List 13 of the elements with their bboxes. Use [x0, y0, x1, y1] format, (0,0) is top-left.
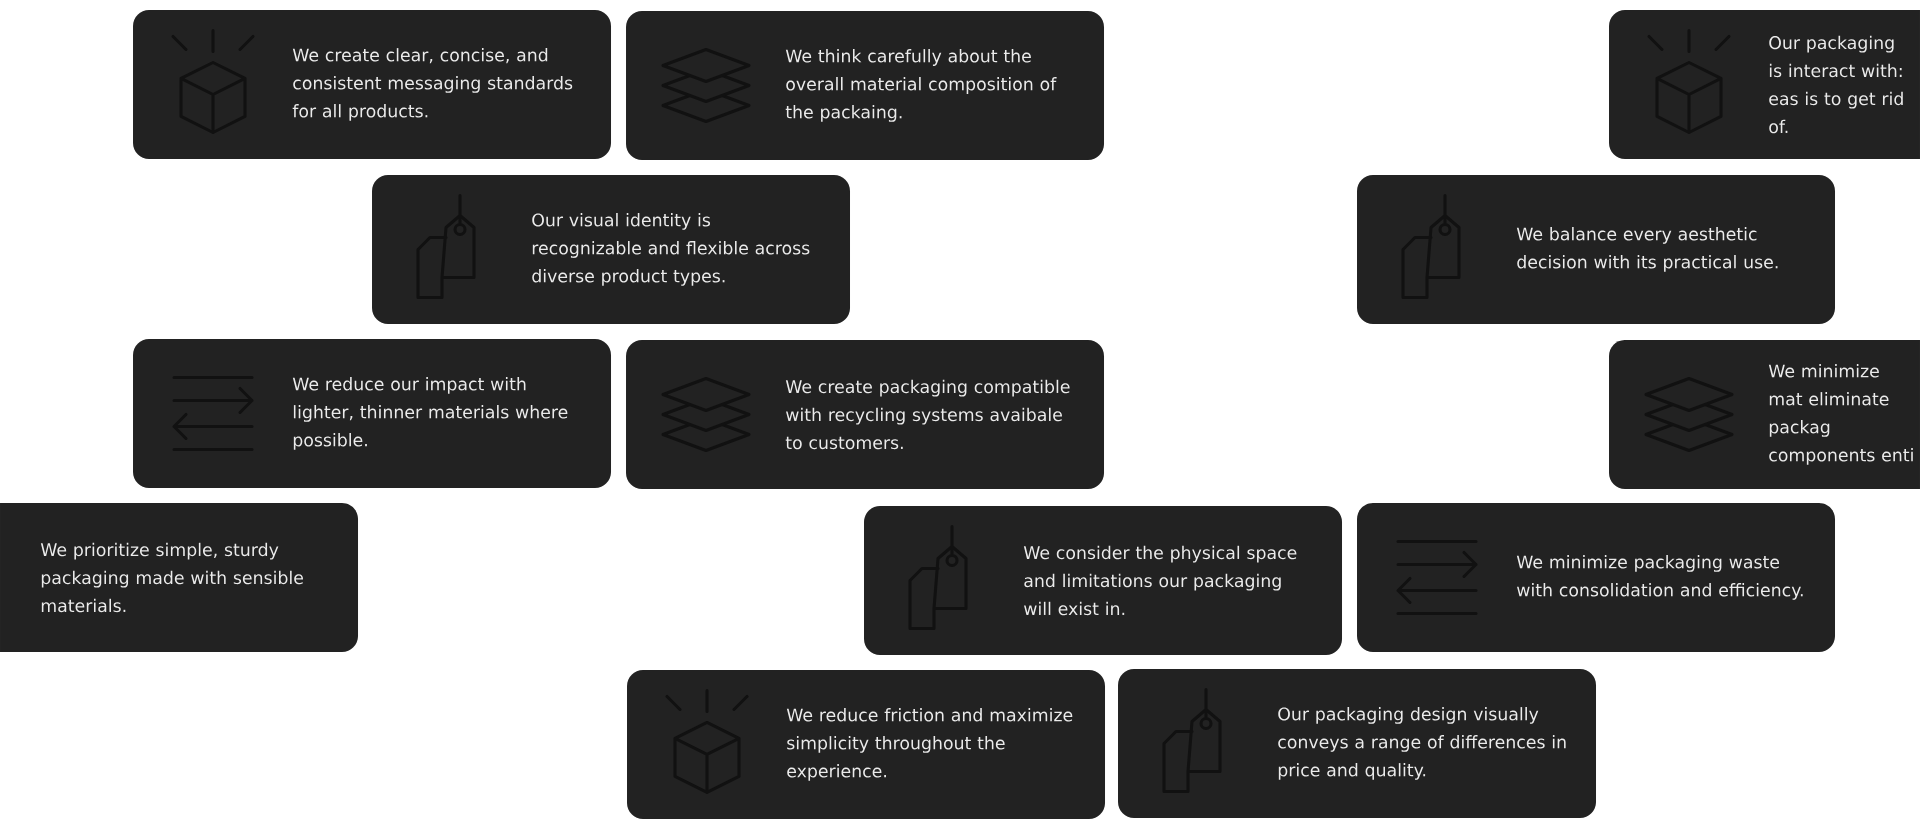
card: Our visual identity is recognizable and flexible across diverse product types. [372, 175, 850, 324]
card: We consider the physical space and limitations our packaging will exist in. [864, 506, 1342, 655]
card: We reduce friction and maximize simplicity throughout the experience. [627, 670, 1105, 819]
card: We prioritize simple, sturdy packaging made with sensible materials. [0, 503, 358, 652]
card: We create packaging compatible with recycling systems avaibale to customers. [626, 340, 1104, 489]
card: Our packaging is interact with: eas is to get rid of. [1609, 10, 1920, 159]
card: We think carefully about the overall material composition of the packaing. [626, 11, 1104, 160]
card: We reduce our impact with lighter, thinner materials where possible. [133, 339, 611, 488]
card: We minimize mat eliminate packag components enti [1609, 340, 1920, 489]
card: Our packaging design visually conveys a range of differences in price and quality. [1118, 669, 1596, 818]
card: We minimize packaging waste with consolidation and efficiency. [1357, 503, 1835, 652]
card: We create clear, concise, and consistent messaging standards for all products. [133, 10, 611, 159]
card: We balance every aesthetic decision with its practical use. [1357, 175, 1835, 324]
